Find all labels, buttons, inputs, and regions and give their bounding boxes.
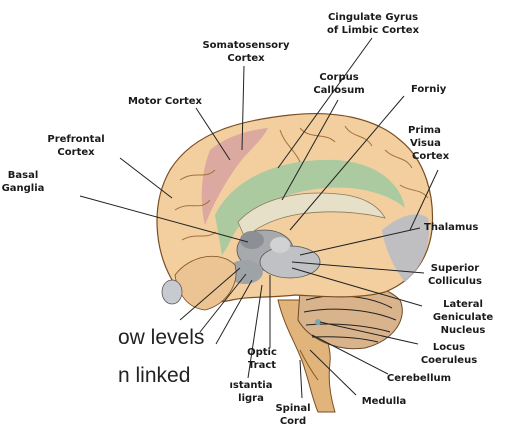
label-medulla: Medulla — [362, 396, 407, 407]
label-visual-1: Prima — [408, 125, 441, 136]
label-locus-2: Coeruleus — [421, 355, 477, 366]
label-optic-1: Optic — [247, 347, 277, 358]
label-visual-2: Visua — [410, 138, 441, 149]
label-lateral-2: Geniculate — [433, 312, 494, 323]
label-lateral-1: Lateral — [443, 299, 483, 310]
label-corpus-2: Callosum — [313, 85, 364, 96]
label-thalamus: Thalamus — [424, 222, 478, 233]
label-substantia-1: ıstantia — [230, 380, 273, 391]
label-substantia-2: ligra — [238, 393, 264, 404]
caption-line-2: n linked — [118, 364, 190, 388]
label-prefrontal-1: Prefrontal — [47, 134, 104, 145]
label-somatosensory-2: Cortex — [227, 53, 265, 64]
olfactory-bulb — [162, 280, 182, 304]
label-locus-1: Locus — [433, 342, 465, 353]
label-spinal-2: Cord — [280, 416, 306, 427]
label-fornix: Forniy — [411, 84, 447, 95]
label-optic-2: Tract — [248, 360, 276, 371]
label-motor-cortex: Motor Cortex — [128, 96, 203, 107]
label-superior-1: Superior — [431, 263, 479, 274]
label-corpus-1: Corpus — [319, 72, 358, 83]
label-cingulate-1: Cingulate Gyrus — [328, 12, 418, 23]
label-basal-2: Ganglia — [2, 183, 45, 194]
label-superior-2: Colliculus — [428, 276, 482, 287]
label-prefrontal-2: Cortex — [57, 147, 95, 158]
label-spinal-1: Spinal — [275, 403, 310, 414]
label-cerebellum: Cerebellum — [387, 373, 451, 384]
label-lateral-3: Nucleus — [441, 325, 486, 336]
label-somatosensory-1: Somatosensory — [202, 40, 289, 51]
caption-line-1: ow levels — [118, 326, 204, 350]
label-cingulate-2: of Limbic Cortex — [327, 25, 420, 36]
label-basal-1: Basal — [8, 170, 39, 181]
label-visual-3: Cortex — [412, 151, 450, 162]
